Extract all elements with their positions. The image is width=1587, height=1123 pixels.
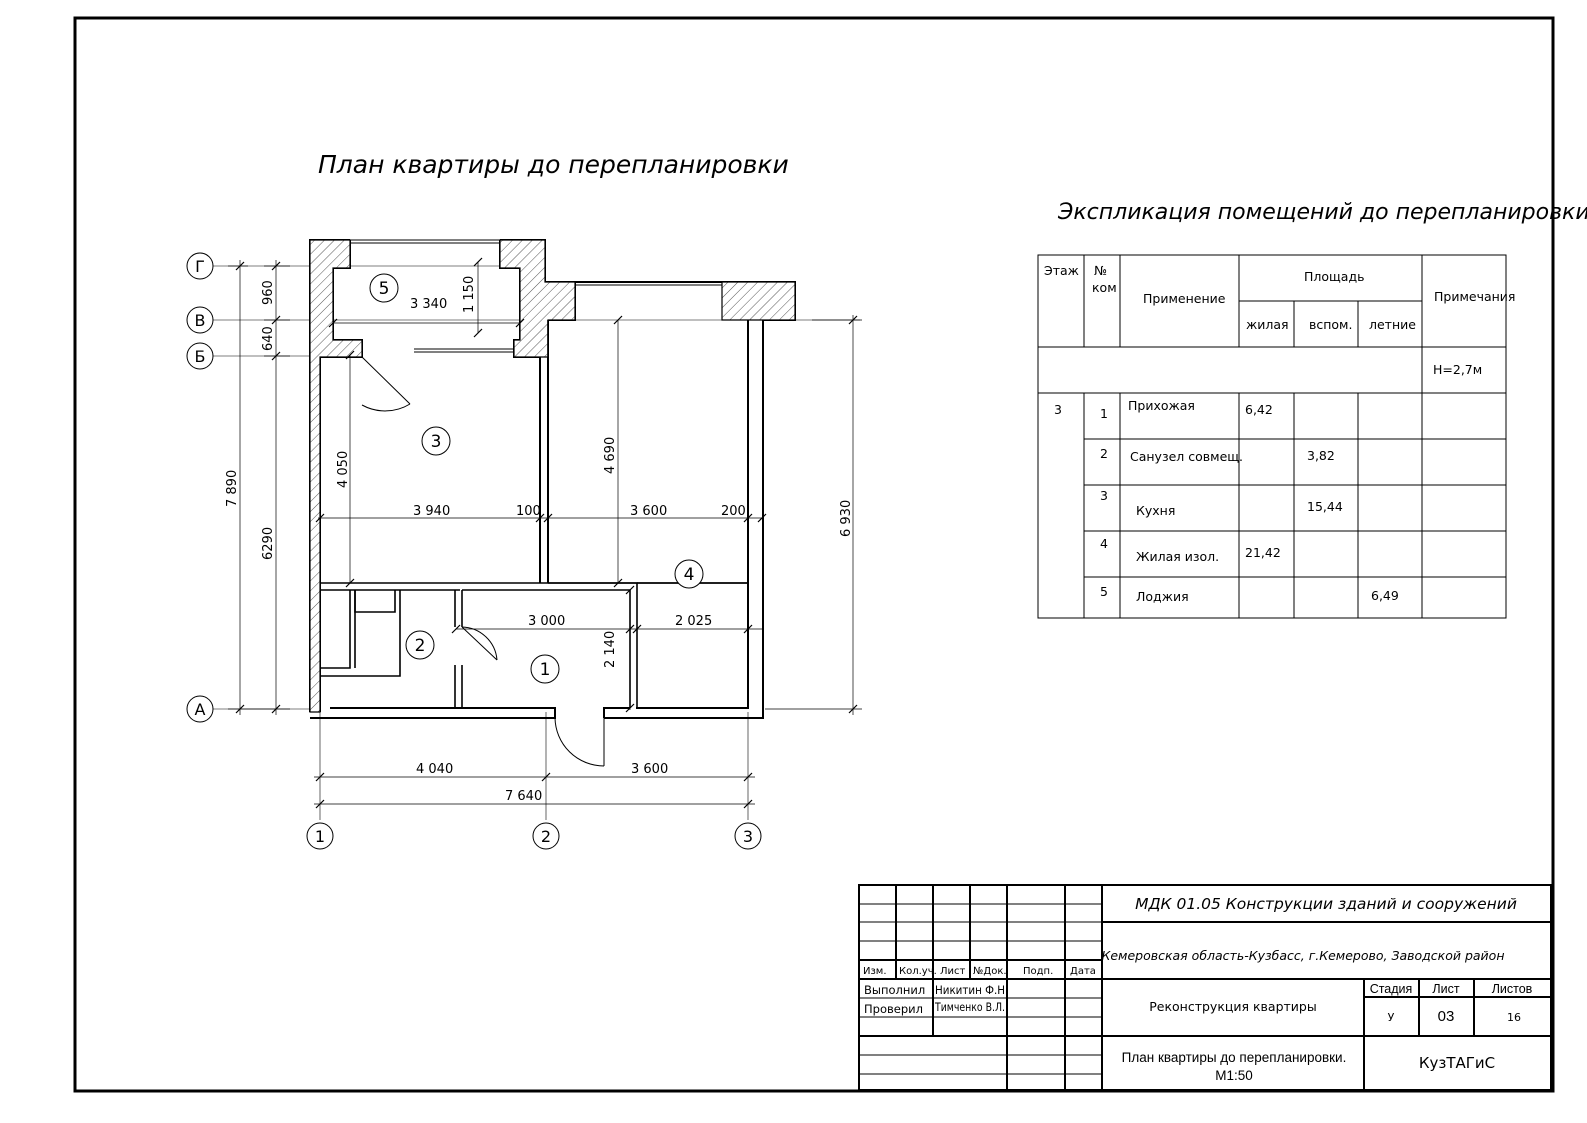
stamp-podp: Подп. [1023, 966, 1053, 977]
dim-2140: 2 140 [603, 631, 618, 668]
floor-plan: 960 640 7 890 6290 6 930 3 340 1 150 4 0… [186, 239, 862, 850]
dim-4040: 4 040 [416, 762, 453, 777]
dim-200: 200 [721, 504, 746, 519]
stamp-done-name: Никитин Ф.Н [935, 983, 1005, 997]
dim-3600-room: 3 600 [630, 504, 667, 519]
row-2-aux: 3,82 [1307, 448, 1335, 463]
row-4-living: 21,42 [1245, 545, 1281, 560]
room-marker-2: 2 [415, 636, 426, 656]
row-1-name: Прихожая [1128, 398, 1195, 413]
title-block: Изм. Кол.уч. Лист №Док. Подп. Дата Выпол… [858, 884, 1552, 1091]
stamp-stage-value: У [1388, 1011, 1395, 1024]
dim-3000: 3 000 [528, 614, 565, 629]
row-3-num: 3 [1100, 488, 1108, 503]
stamp-list: Лист [940, 966, 966, 977]
dim-640: 640 [261, 326, 276, 351]
dim-4690: 4 690 [603, 437, 618, 474]
col-living: жилая [1246, 317, 1289, 332]
stamp-izm: Изм. [863, 966, 887, 977]
col-use: Применение [1143, 291, 1226, 306]
axis-1: 1 [315, 827, 325, 846]
axis-3: 3 [743, 827, 753, 846]
axis-g: Г [195, 257, 205, 276]
plan-title: План квартиры до перепланировки [318, 150, 789, 179]
room-marker-5: 5 [379, 279, 390, 299]
stamp-location: Кемеровская область-Кузбасс, г.Кемерово,… [1101, 948, 1504, 963]
row-5-summer: 6,49 [1371, 588, 1399, 603]
stamp-sheet-value: 03 [1438, 1008, 1455, 1025]
col-summer: летние [1369, 317, 1416, 332]
stamp-drawing-line2: М1:50 [1215, 1068, 1253, 1083]
dim-3340: 3 340 [410, 297, 447, 312]
col-num-2: ком [1092, 280, 1117, 295]
dim-3940: 3 940 [413, 504, 450, 519]
row-5-num: 5 [1100, 584, 1108, 599]
explication-title: Экспликация помещений до перепланировки [1057, 200, 1587, 225]
col-floor: Этаж [1044, 263, 1079, 278]
stamp-org: КузТАГиС [1419, 1054, 1495, 1072]
room-marker-4: 4 [684, 565, 695, 585]
stamp-sheets-label: Листов [1492, 982, 1533, 996]
col-num: № [1094, 263, 1107, 278]
row-4-num: 4 [1100, 536, 1108, 551]
floor-value: 3 [1054, 402, 1062, 417]
dim-4050: 4 050 [336, 451, 351, 488]
stamp-drawing-line1: План квартиры до перепланировки. [1122, 1050, 1347, 1065]
dim-7890: 7 890 [225, 470, 240, 507]
col-area: Площадь [1304, 269, 1364, 284]
stamp-data: Дата [1070, 966, 1096, 977]
stamp-sheets-value: 16 [1507, 1011, 1521, 1024]
stamp-check-name: Тимченко В.Л. [934, 1000, 1005, 1014]
stamp-kol: Кол.уч. [899, 966, 937, 977]
col-notes: Примечания [1434, 289, 1515, 304]
stamp-stage-label: Стадия [1370, 982, 1413, 996]
stamp-ndoc: №Док. [973, 966, 1007, 977]
row-1-num: 1 [1100, 406, 1108, 421]
dim-6930: 6 930 [839, 500, 854, 537]
axis-a: А [195, 700, 206, 719]
row-3-name: Кухня [1136, 503, 1175, 518]
row-1-living: 6,42 [1245, 402, 1273, 417]
row-3-aux: 15,44 [1307, 499, 1343, 514]
stamp-project: Реконструкция квартиры [1149, 999, 1316, 1014]
dim-3600-bottom: 3 600 [631, 762, 668, 777]
dim-6290: 6290 [261, 527, 276, 560]
dim-100: 100 [516, 504, 541, 519]
row-5-name: Лоджия [1136, 589, 1189, 604]
row-2-name: Санузел совмещ. [1130, 449, 1243, 464]
row-4-name: Жилая изол. [1136, 549, 1219, 564]
dim-1150: 1 150 [462, 276, 477, 313]
room-marker-3: 3 [431, 432, 442, 452]
dim-2025: 2 025 [675, 614, 712, 629]
stamp-course: МДК 01.05 Конструкции зданий и сооружени… [1135, 895, 1517, 913]
col-aux: вспом. [1309, 317, 1352, 332]
room-marker-1: 1 [540, 660, 551, 680]
axis-2: 2 [541, 827, 551, 846]
stamp-sheet-label: Лист [1432, 982, 1459, 996]
stamp-check-label: Проверил [864, 1002, 923, 1016]
axis-v: В [195, 311, 206, 330]
sheet-frame [73, 16, 1555, 1093]
dim-960: 960 [261, 280, 276, 305]
row-2-num: 2 [1100, 446, 1108, 461]
explication-table: Этаж № ком Применение Площадь жилая вспо… [1037, 254, 1515, 619]
dim-7640: 7 640 [505, 789, 542, 804]
axis-b: Б [195, 347, 206, 366]
stamp-done-label: Выполнил [864, 983, 925, 997]
height-note: Н=2,7м [1433, 362, 1482, 377]
